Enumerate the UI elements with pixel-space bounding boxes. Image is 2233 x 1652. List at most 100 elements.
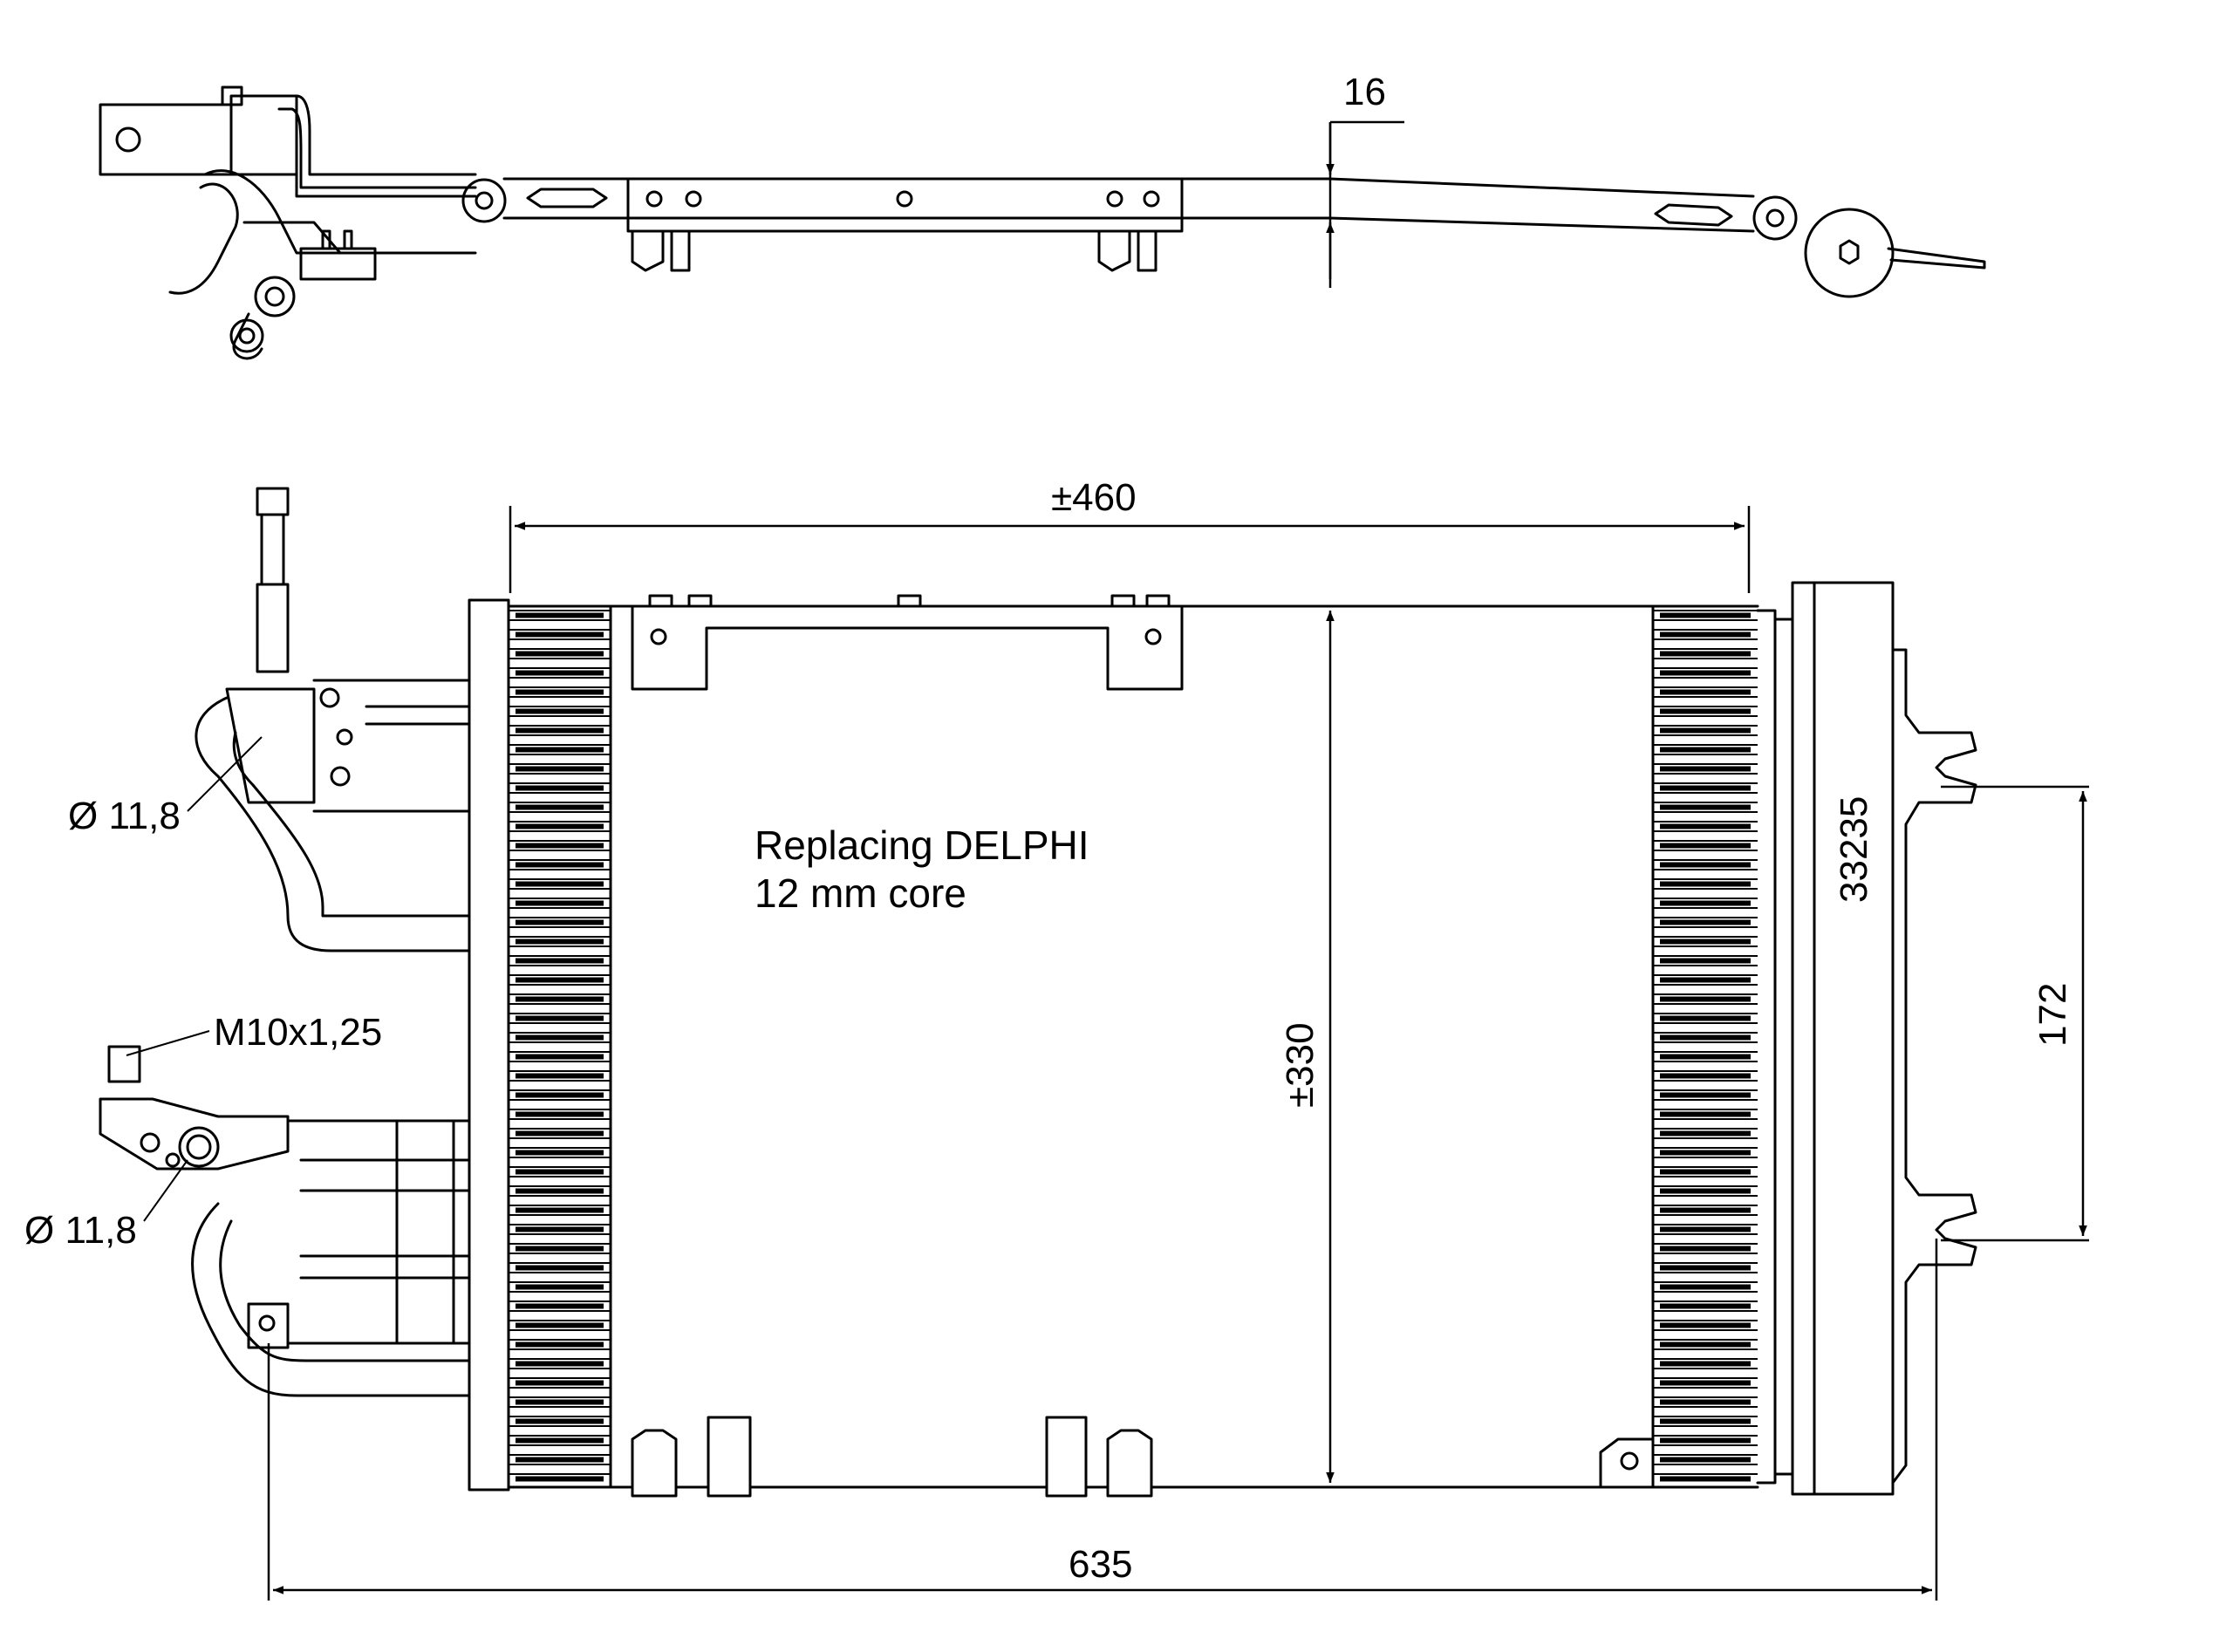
fin-tube <box>1660 1476 1751 1482</box>
fin-tube <box>1660 1284 1751 1290</box>
fin-tube <box>516 1150 604 1156</box>
fin-tube <box>516 1207 604 1213</box>
fin-tube <box>1660 1361 1751 1367</box>
part-number: 33235 <box>1833 796 1875 903</box>
fin-tube <box>516 1092 604 1098</box>
fin-tube <box>1660 939 1751 945</box>
fin-tube <box>516 996 604 1002</box>
fin-tube <box>516 670 604 676</box>
fin-tube <box>516 1111 604 1117</box>
fin-tube <box>1660 1015 1751 1021</box>
fin-tube <box>516 612 604 618</box>
fin-tube <box>1660 785 1751 791</box>
note-line-1: Replacing DELPHI <box>755 823 1089 868</box>
fin-tube <box>516 977 604 983</box>
fin-tube <box>516 766 604 772</box>
fin-tube <box>1660 1188 1751 1194</box>
fin-tube <box>1660 1169 1751 1175</box>
fin-tube <box>516 1341 604 1348</box>
fins-left <box>509 610 611 1482</box>
fin-tube <box>516 919 604 925</box>
label-service-port-thread: M10x1,25 <box>214 1011 382 1054</box>
fin-tube <box>1660 996 1751 1002</box>
fin-tube <box>516 939 604 945</box>
fin-tube <box>516 1015 604 1021</box>
fin-tube <box>1660 1226 1751 1232</box>
fin-tube <box>1660 1265 1751 1271</box>
fin-tube <box>1660 1092 1751 1098</box>
fin-tube <box>516 708 604 714</box>
fin-tube <box>516 958 604 964</box>
fin-tube <box>516 1437 604 1444</box>
fin-tube <box>516 1303 604 1309</box>
fin-tube <box>1660 1303 1751 1309</box>
fin-tube <box>1660 804 1751 810</box>
fin-tube <box>516 1034 604 1041</box>
fin-tube <box>1660 881 1751 887</box>
fin-tube <box>1660 1341 1751 1348</box>
fin-tube <box>516 843 604 849</box>
fin-tube <box>1660 977 1751 983</box>
fin-tube <box>1660 843 1751 849</box>
label-inlet-diameter: Ø 11,8 <box>68 795 181 837</box>
fin-tube <box>1660 900 1751 906</box>
fin-tube <box>1660 1130 1751 1137</box>
fin-tube <box>1660 1457 1751 1463</box>
label-outlet-diameter: Ø 11,8 <box>24 1209 137 1252</box>
fin-tube <box>1660 1054 1751 1060</box>
fin-tube <box>1660 747 1751 753</box>
fin-tube <box>516 1418 604 1424</box>
fin-tube <box>516 900 604 906</box>
fin-tube <box>516 1226 604 1232</box>
fin-tube <box>1660 1111 1751 1117</box>
fin-tube <box>516 1265 604 1271</box>
fin-tube <box>516 1476 604 1482</box>
fin-tube <box>516 1361 604 1367</box>
fin-tube <box>516 727 604 734</box>
fin-tube <box>1660 612 1751 618</box>
dim-core-width: ±460 <box>1051 476 1137 519</box>
fin-tube <box>516 1188 604 1194</box>
fin-tube <box>516 1457 604 1463</box>
fin-tube <box>516 1073 604 1079</box>
fin-tube <box>516 1284 604 1290</box>
fin-tube <box>1660 823 1751 829</box>
fin-tube <box>516 804 604 810</box>
fin-tube <box>1660 670 1751 676</box>
fin-tube <box>516 631 604 638</box>
fin-tube <box>516 881 604 887</box>
fin-tube <box>516 1169 604 1175</box>
fin-tube <box>516 1322 604 1328</box>
fin-tube <box>1660 1034 1751 1041</box>
front-view: ±460 ±330 635 172 33235 Ø 11,8 M10x1,25 … <box>24 476 2089 1601</box>
fin-tube <box>1660 766 1751 772</box>
fin-tube <box>516 1380 604 1386</box>
fin-tube <box>1660 727 1751 734</box>
dim-overall-width: 635 <box>1069 1543 1132 1586</box>
fin-tube <box>516 1054 604 1060</box>
fin-tube <box>516 747 604 753</box>
dim-top-thickness: 16 <box>1343 71 1386 113</box>
fin-tube <box>1660 919 1751 925</box>
fin-tube <box>516 1130 604 1137</box>
fin-tube <box>1660 862 1751 868</box>
fin-tube <box>1660 1207 1751 1213</box>
fin-tube <box>1660 689 1751 695</box>
fin-tube <box>1660 1322 1751 1328</box>
fin-tube <box>1660 1246 1751 1252</box>
fin-tube <box>1660 958 1751 964</box>
fin-tube <box>516 862 604 868</box>
fin-tube <box>1660 1073 1751 1079</box>
fin-tube <box>1660 651 1751 657</box>
note-line-2: 12 mm core <box>755 870 966 916</box>
fin-tube <box>1660 1418 1751 1424</box>
fin-tube <box>1660 631 1751 638</box>
fin-tube <box>1660 1150 1751 1156</box>
fin-tube <box>516 785 604 791</box>
fin-tube <box>1660 708 1751 714</box>
top-view: 16 <box>99 71 1986 360</box>
fin-tube <box>516 1246 604 1252</box>
fin-tube <box>1660 1437 1751 1444</box>
fin-tube <box>516 651 604 657</box>
